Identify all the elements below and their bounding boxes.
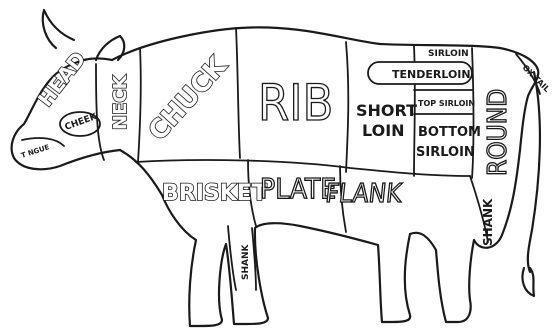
ear-back bbox=[116, 34, 126, 62]
divider-rear-shank bbox=[469, 175, 489, 243]
label-neck: NECK bbox=[110, 74, 131, 130]
ear bbox=[94, 34, 122, 62]
divider-front-shank bbox=[227, 225, 237, 291]
horn bbox=[41, 8, 76, 50]
label-top-sirloin: TOP SIRLOIN bbox=[418, 99, 475, 108]
divider-neck-chuck bbox=[137, 47, 142, 163]
label-rib: RIB bbox=[258, 74, 333, 132]
divider-rib-loin bbox=[345, 41, 350, 173]
divider-chuck-rib bbox=[235, 27, 241, 159]
divider-front-shank-2 bbox=[251, 227, 257, 291]
tenderloin-region bbox=[367, 61, 473, 85]
divider-brisket-plate bbox=[247, 159, 257, 227]
divider-midline bbox=[135, 159, 471, 177]
tail bbox=[526, 70, 541, 274]
cheek-region bbox=[59, 111, 101, 137]
tail-tuft bbox=[521, 266, 536, 298]
label-short: SHORT bbox=[356, 101, 417, 120]
label-bottom-sirloin: SIRLOIN bbox=[416, 145, 475, 160]
label-shank-front: SHANK bbox=[241, 243, 251, 280]
divider-plate-flank bbox=[339, 165, 347, 233]
label-sirloin: SIRLOIN bbox=[428, 49, 469, 59]
label-bottom: BOTTOM bbox=[418, 125, 481, 140]
label-tenderloin: TENDERLOIN bbox=[392, 68, 471, 81]
divider-oxtail bbox=[515, 53, 541, 95]
cow-body-outline bbox=[10, 26, 540, 328]
divider-sirloin-round bbox=[471, 47, 475, 179]
label-flank: FLANK bbox=[324, 179, 404, 209]
label-brisket: BRISKET bbox=[162, 181, 267, 206]
label-round: ROUND bbox=[483, 89, 513, 176]
label-loin: LOIN bbox=[362, 121, 405, 140]
label-plate: PLATE bbox=[260, 172, 336, 205]
label-shank-rear: SHANK bbox=[481, 198, 495, 246]
divider-tongue bbox=[21, 137, 65, 147]
